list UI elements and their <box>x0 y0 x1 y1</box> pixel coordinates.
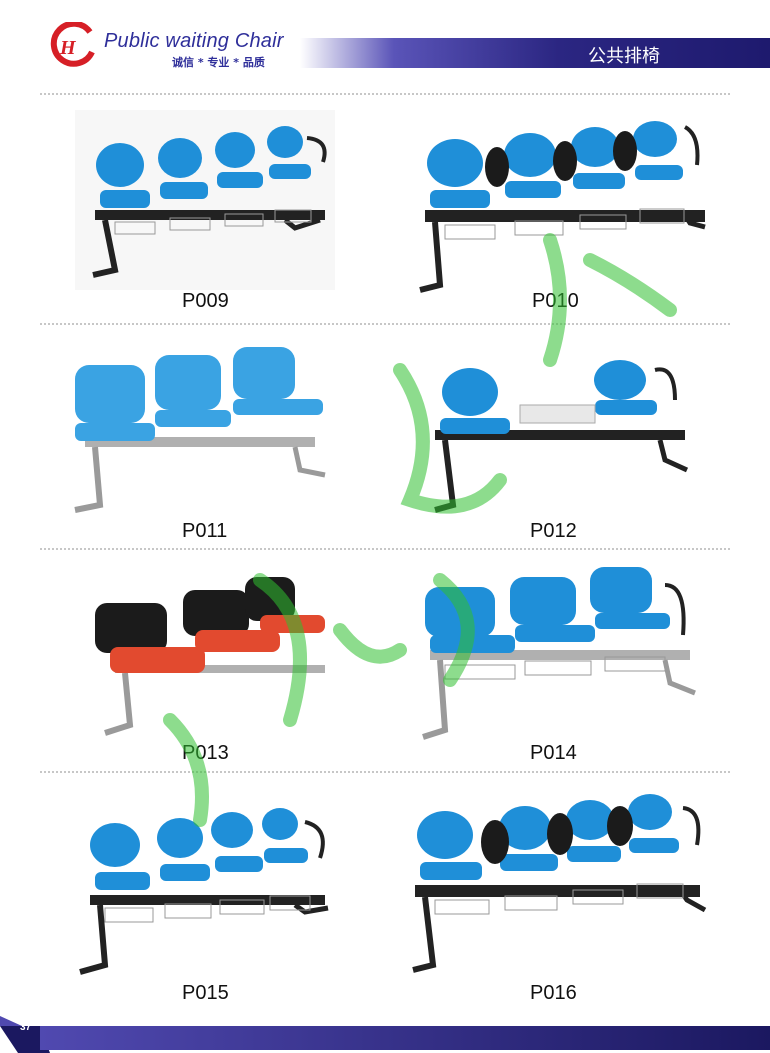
product-code: P016 <box>530 982 577 1004</box>
divider <box>40 323 730 325</box>
brand-title: Public waiting Chair <box>104 30 284 52</box>
product-code: P014 <box>530 742 577 764</box>
company-logo-icon: H <box>50 22 95 67</box>
product-image-p015 <box>70 800 335 980</box>
divider <box>40 771 730 773</box>
product-image-p014 <box>415 565 700 745</box>
product-code: P011 <box>182 520 228 542</box>
divider <box>40 548 730 550</box>
svg-text:H: H <box>59 37 77 59</box>
product-image-p009 <box>75 110 335 290</box>
header-banner: 公共排椅 <box>300 38 770 68</box>
product-code: P015 <box>182 982 229 1004</box>
page-tab-icon <box>0 1016 50 1053</box>
page-number: 37 <box>20 1022 32 1033</box>
product-image-p011 <box>65 345 335 530</box>
footer-bar <box>40 1026 770 1050</box>
product-image-p010 <box>415 115 715 295</box>
banner-title: 公共排椅 <box>588 46 660 67</box>
divider <box>40 93 730 95</box>
brand-motto: 诚信 * 专业 * 品质 <box>172 56 265 69</box>
product-image-p013 <box>95 575 335 750</box>
page-header: H Public waiting Chair 诚信 * 专业 * 品质 公共排椅 <box>0 0 770 78</box>
product-code: P009 <box>182 290 229 312</box>
watermark-icon <box>163 233 677 827</box>
product-code: P012 <box>530 520 577 542</box>
product-image-p016 <box>405 790 710 975</box>
